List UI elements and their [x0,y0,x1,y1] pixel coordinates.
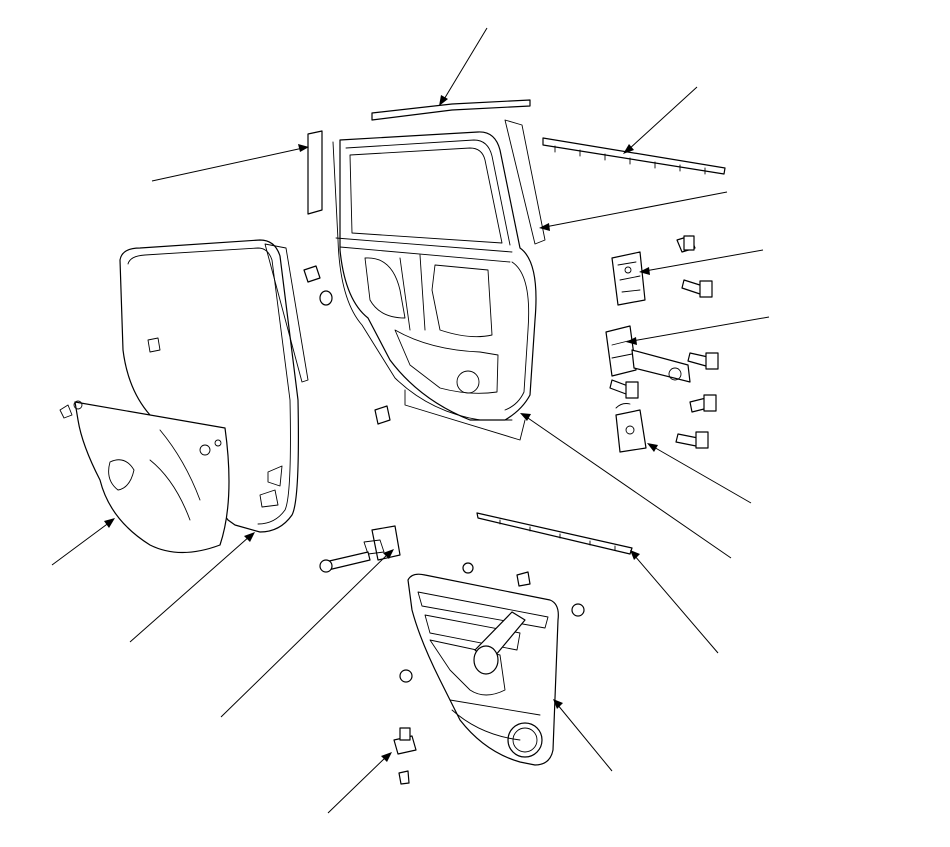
belt-molding-outer [542,137,726,175]
inside-handle-bracket [319,525,401,573]
door-trim-panel [407,573,559,766]
hinge-bolt [609,235,719,449]
trim-screw [393,727,417,785]
sash-tape [307,130,323,215]
door-glass [119,239,309,533]
upper-hinge [611,251,646,306]
door-hole-seal [59,400,230,554]
door-checker [605,325,691,383]
inner-belt-molding [476,512,633,555]
door-frame [335,131,537,441]
callout-leaders [51,27,770,814]
lower-hinge [615,403,647,453]
trim-clip [399,562,585,683]
clip-fastener [303,265,391,425]
roof-molding [371,99,531,121]
door-weatherstrip [332,119,546,421]
